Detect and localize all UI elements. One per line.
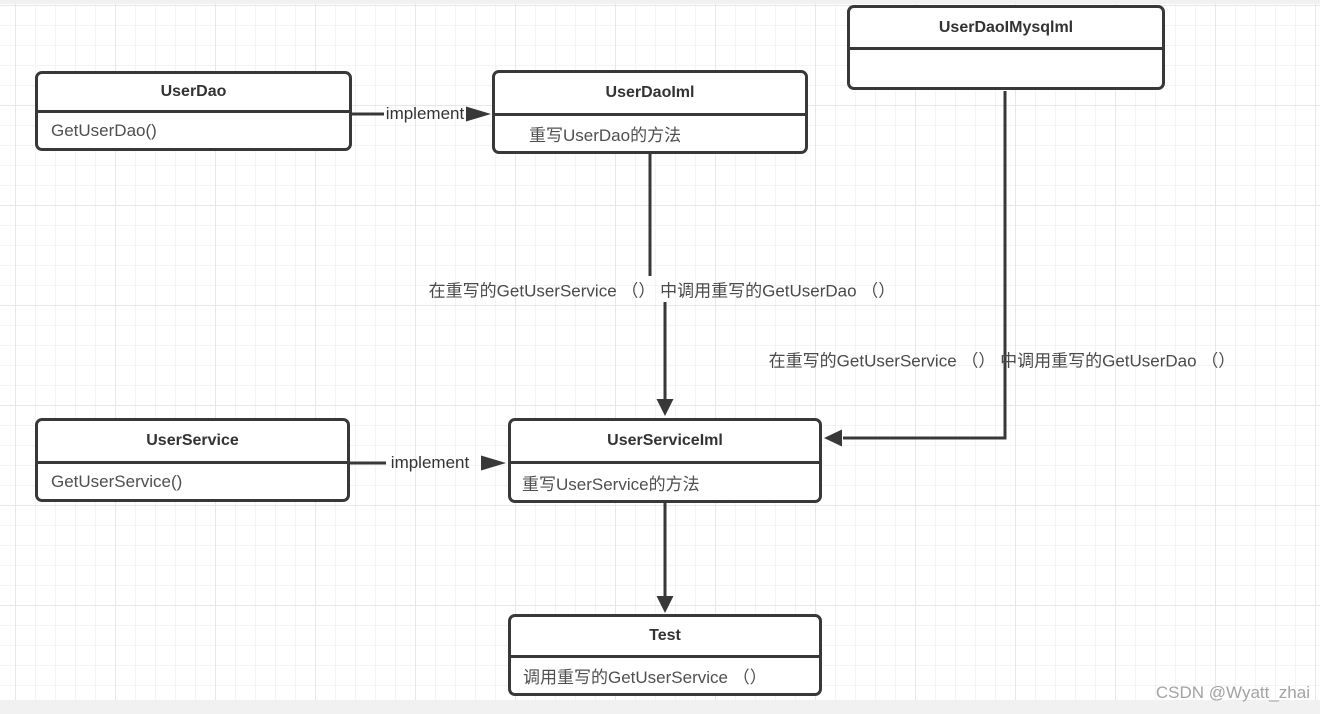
csdn-watermark: CSDN @Wyatt_zhai xyxy=(1155,683,1310,702)
class-body-test: 调用重写的GetUserService （） xyxy=(523,668,767,687)
top-edge-band xyxy=(0,0,1320,4)
class-box-userdaoimysqlml: UserDaoIMysqlml xyxy=(847,5,1165,90)
class-title-userdaoiml: UserDaoIml xyxy=(495,73,805,116)
edge-label-mysql-call: 在重写的GetUserService （） 中调用重写的GetUserDao （… xyxy=(768,351,1236,371)
edge-label-implement-bottom: implement xyxy=(390,453,470,472)
edge-serviceiml-test-arrowhead-icon xyxy=(656,596,674,613)
class-body-userservice: GetUserService() xyxy=(51,471,183,491)
edge-label-dao-call: 在重写的GetUserService （） 中调用重写的GetUserDao （… xyxy=(428,281,896,301)
edge-userdao-implement-arrowhead-icon xyxy=(466,106,491,122)
class-body-userdao: GetUserDao() xyxy=(51,120,157,140)
class-box-userserviceiml: UserServiceIml 重写UserService的方法 xyxy=(508,418,822,503)
class-title-userdao: UserDao xyxy=(38,74,349,113)
edge-mysqliml-call-arrowhead-icon xyxy=(824,429,842,447)
class-body-userserviceiml: 重写UserService的方法 xyxy=(522,474,700,494)
class-title-userserviceiml: UserServiceIml xyxy=(511,421,819,464)
class-title-userservice: UserService xyxy=(38,421,347,464)
edge-daoiml-call-arrowhead-icon xyxy=(656,399,674,416)
class-box-userdao: UserDao GetUserDao() xyxy=(35,71,352,151)
bottom-edge-band xyxy=(0,700,1320,714)
class-body-userdaoimysqlml xyxy=(850,50,1162,87)
class-title-userdaoimysqlml: UserDaoIMysqlml xyxy=(850,8,1162,50)
class-box-userservice: UserService GetUserService() xyxy=(35,418,350,502)
edge-userservice-implement-arrowhead-icon xyxy=(481,455,506,471)
class-box-test: Test 调用重写的GetUserService （） xyxy=(508,614,822,696)
class-body-userdaoiml: 重写UserDao的方法 xyxy=(529,126,682,145)
edge-mysqliml-call-line xyxy=(843,91,1007,440)
class-title-test: Test xyxy=(511,617,819,658)
edge-label-implement-top: implement xyxy=(385,104,465,123)
class-box-userdaoiml: UserDaoIml 重写UserDao的方法 xyxy=(492,70,808,154)
